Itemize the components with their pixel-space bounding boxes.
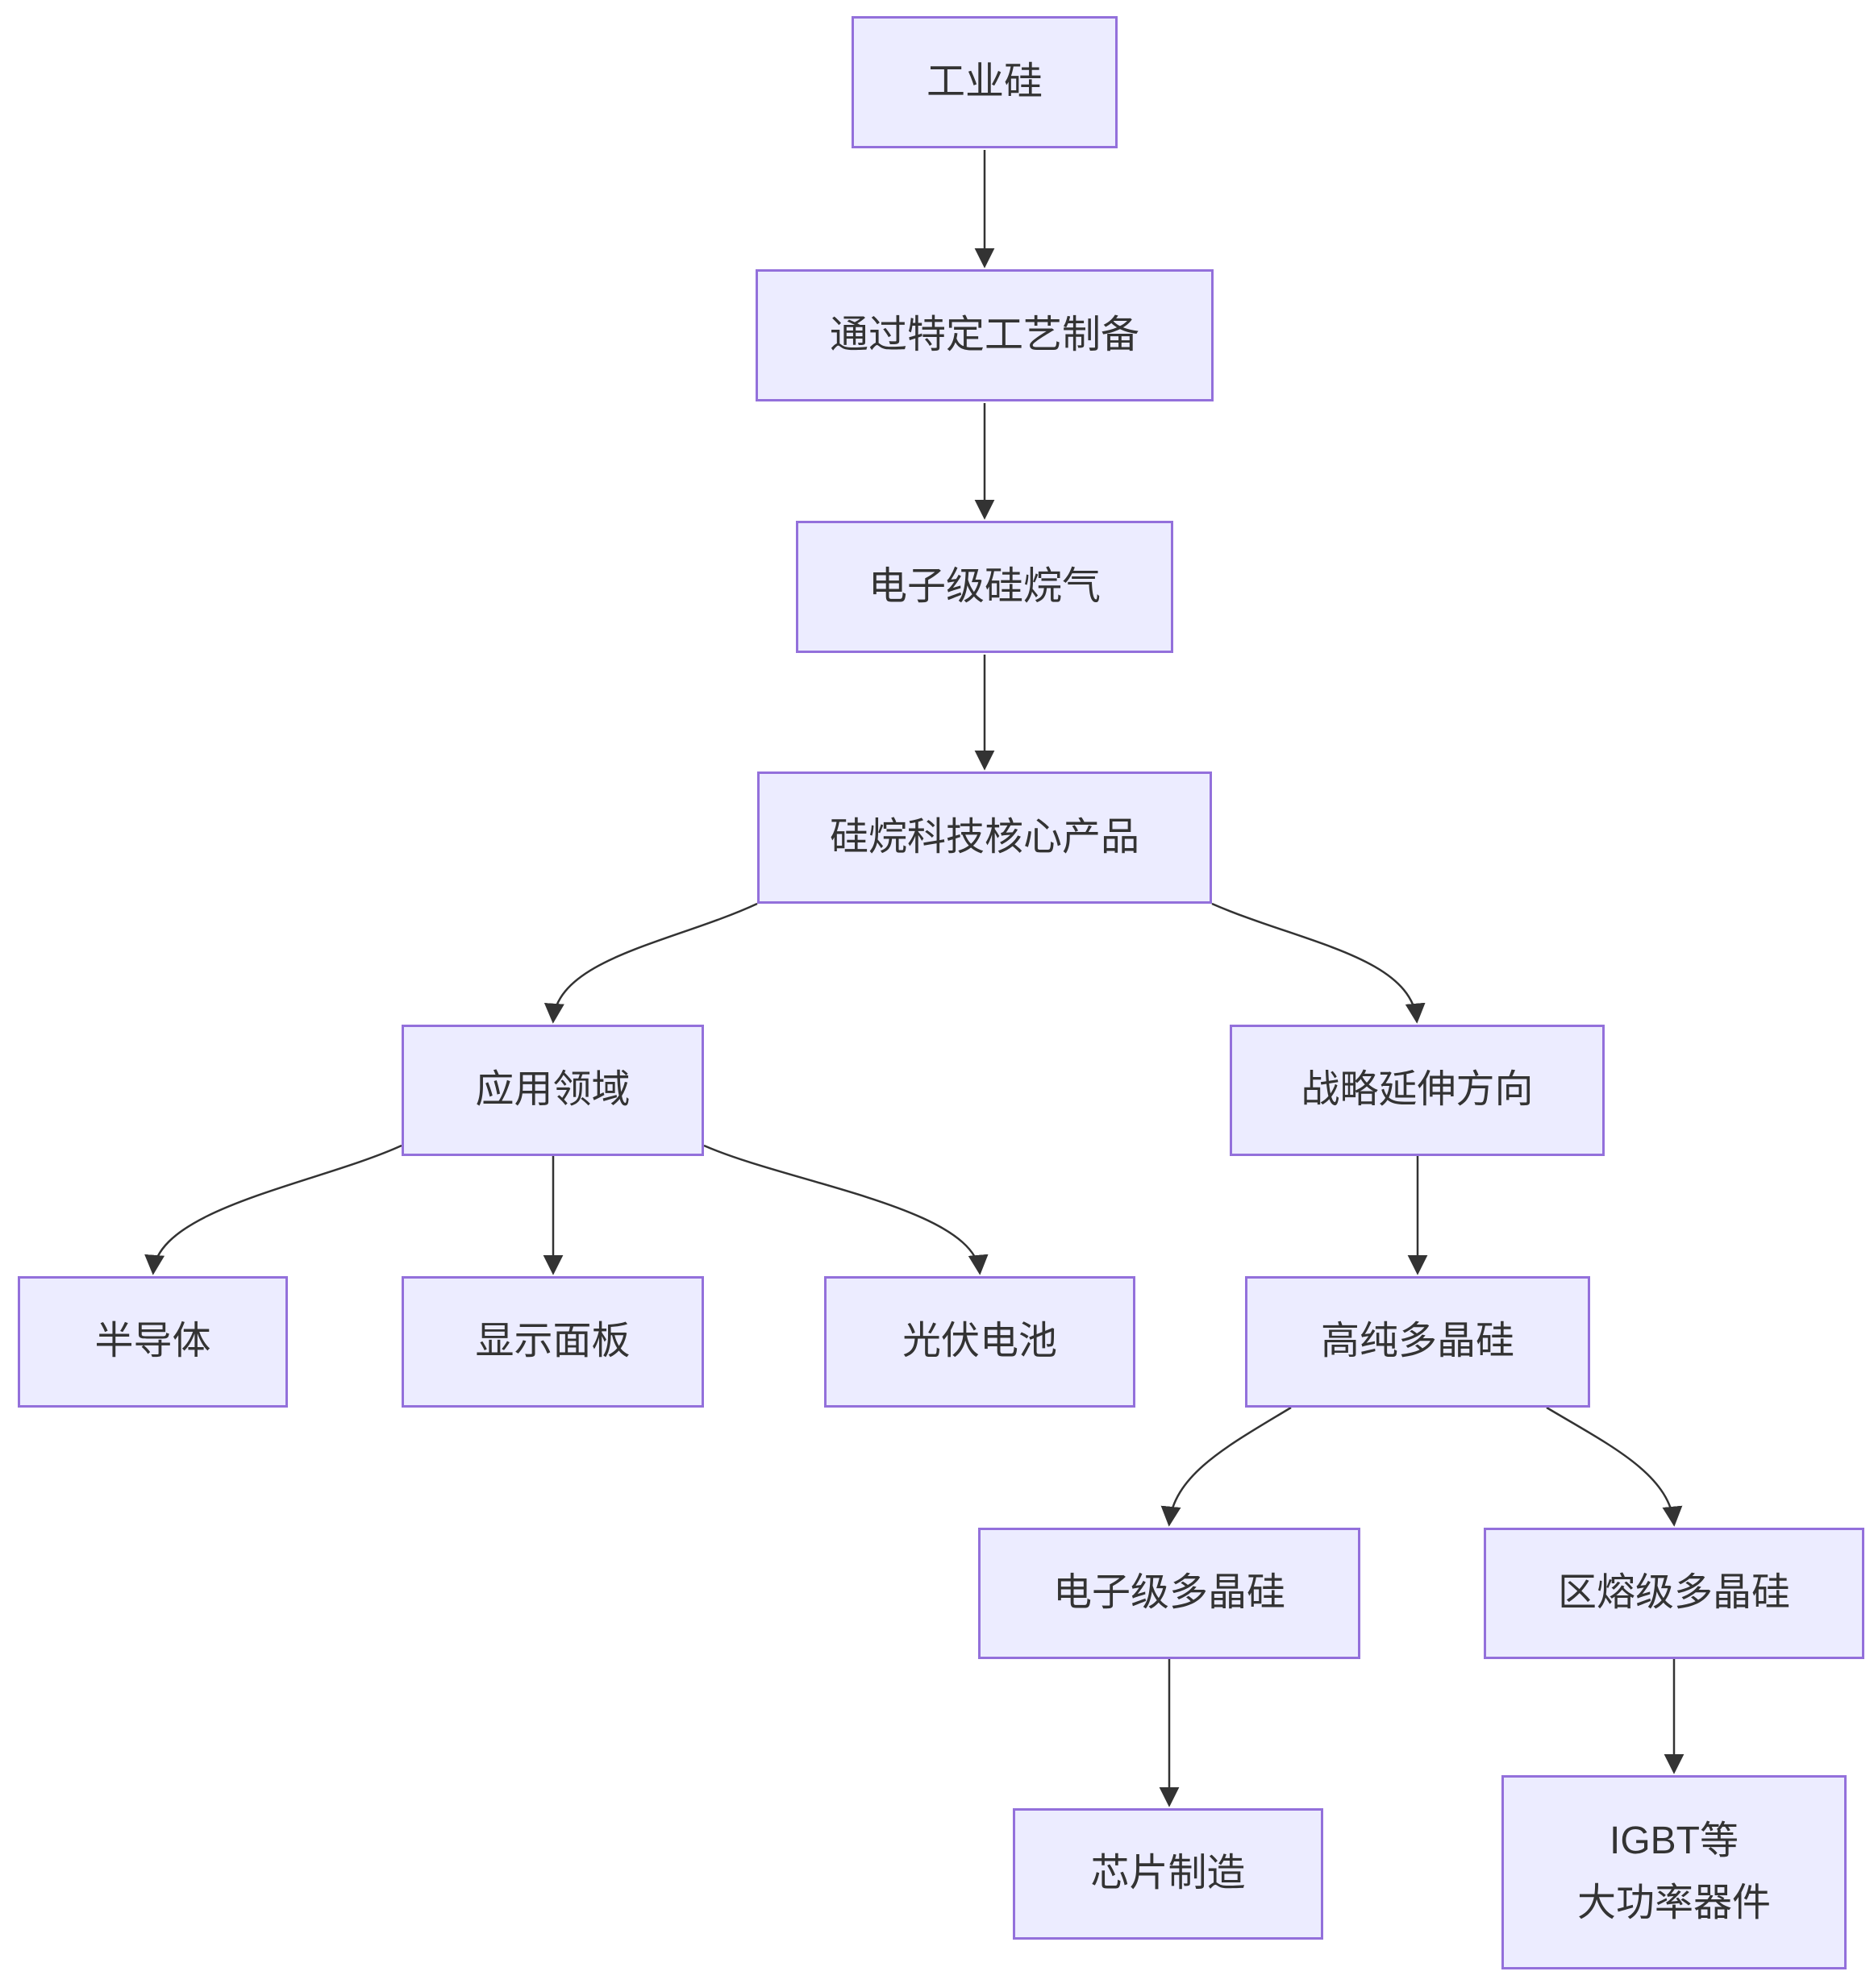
node-label: 通过特定工艺制备 bbox=[829, 313, 1139, 356]
node-label-line2: 大功率器件 bbox=[1576, 1881, 1771, 1924]
node-application-fields: 应用领域 bbox=[402, 1025, 704, 1156]
edge-polysilicon-to-zone-melting-grade bbox=[1546, 1406, 1683, 1527]
node-label: 硅烷科技核心产品 bbox=[829, 815, 1139, 859]
node-label: 工业硅 bbox=[926, 60, 1043, 103]
node-label: 应用领域 bbox=[475, 1068, 631, 1112]
node-electronic-grade-silane-gas: 电子级硅烷气 bbox=[796, 521, 1173, 653]
node-strategic-extension-direction: 战略延伸方向 bbox=[1230, 1025, 1605, 1156]
node-label: 芯片制造 bbox=[1090, 1852, 1246, 1895]
node-label: 区熔级多晶硅 bbox=[1557, 1571, 1790, 1615]
node-display-panel: 显示面板 bbox=[402, 1276, 704, 1408]
node-label: 显示面板 bbox=[475, 1320, 631, 1363]
edge-core-product-to-application-fields bbox=[543, 902, 758, 1024]
node-zone-melting-grade-polysilicon: 区熔级多晶硅 bbox=[1484, 1528, 1864, 1659]
node-label: 光伏电池 bbox=[902, 1320, 1057, 1363]
node-label: 战略延伸方向 bbox=[1301, 1068, 1534, 1112]
node-label: 电子级硅烷气 bbox=[868, 564, 1101, 608]
node-label-line1: IGBT等 bbox=[1609, 1819, 1739, 1862]
node-igbt-high-power-devices: IGBT等 大功率器件 bbox=[1501, 1775, 1847, 1969]
node-industrial-silicon: 工业硅 bbox=[852, 16, 1118, 148]
node-semiconductor: 半导体 bbox=[18, 1276, 288, 1408]
edge-core-product-to-strategic-direction bbox=[1211, 902, 1426, 1024]
node-label: 电子级多晶硅 bbox=[1052, 1571, 1285, 1615]
node-photovoltaic-cell: 光伏电池 bbox=[824, 1276, 1135, 1408]
node-high-purity-polysilicon: 高纯多晶硅 bbox=[1245, 1276, 1590, 1408]
node-label: 半导体 bbox=[94, 1320, 211, 1363]
edge-polysilicon-to-electronic-grade bbox=[1160, 1406, 1292, 1527]
edge-application-to-photovoltaic bbox=[703, 1144, 989, 1275]
edge-application-to-semiconductor bbox=[144, 1144, 402, 1275]
node-electronic-grade-polysilicon: 电子级多晶硅 bbox=[978, 1528, 1360, 1659]
node-label: 高纯多晶硅 bbox=[1320, 1320, 1514, 1363]
node-chip-manufacturing: 芯片制造 bbox=[1013, 1808, 1323, 1940]
node-specific-process-preparation: 通过特定工艺制备 bbox=[756, 269, 1214, 401]
node-silane-tech-core-product: 硅烷科技核心产品 bbox=[757, 771, 1212, 904]
